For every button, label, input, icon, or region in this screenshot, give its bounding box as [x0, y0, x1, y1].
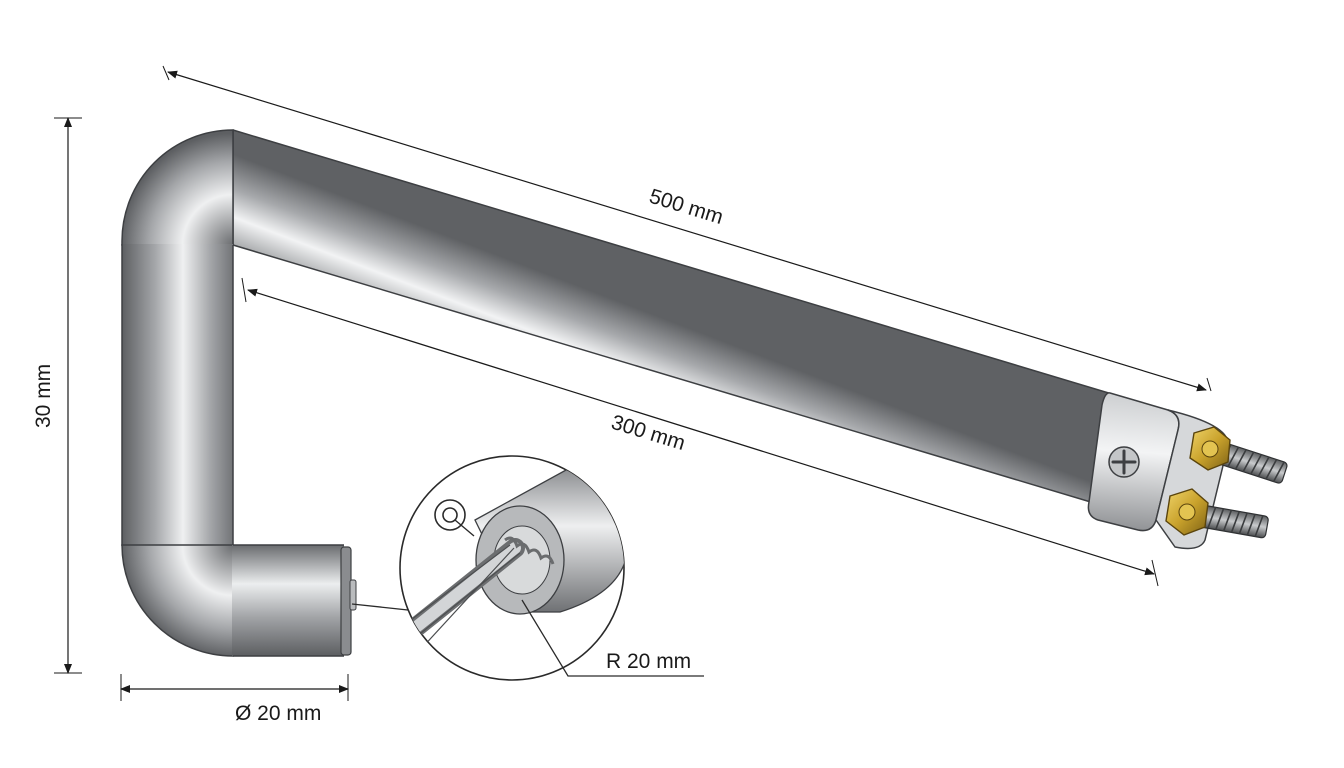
- lower-bend: [121, 544, 234, 657]
- vertical-tube-segment: [122, 244, 233, 546]
- dimension-height: 30 mm: [32, 117, 82, 674]
- radius-leader: [521, 599, 704, 677]
- horizontal-tube-segment: [232, 545, 344, 656]
- terminal-nut-lower: [1165, 488, 1209, 536]
- terminal-head: [1087, 392, 1288, 550]
- terminal-nut-upper: [1189, 426, 1231, 471]
- dimension-diameter: Ø 20 mm: [120, 674, 349, 725]
- diameter-label: Ø 20 mm: [235, 702, 321, 725]
- bend-radius-label: R 20 mm: [606, 650, 691, 673]
- upper-bend: [121, 129, 234, 246]
- height-label: 30 mm: [32, 364, 55, 428]
- inner-length-label: 300 mm: [609, 411, 688, 455]
- detail-callout: [351, 455, 704, 681]
- screw-head-icon: [1108, 446, 1140, 478]
